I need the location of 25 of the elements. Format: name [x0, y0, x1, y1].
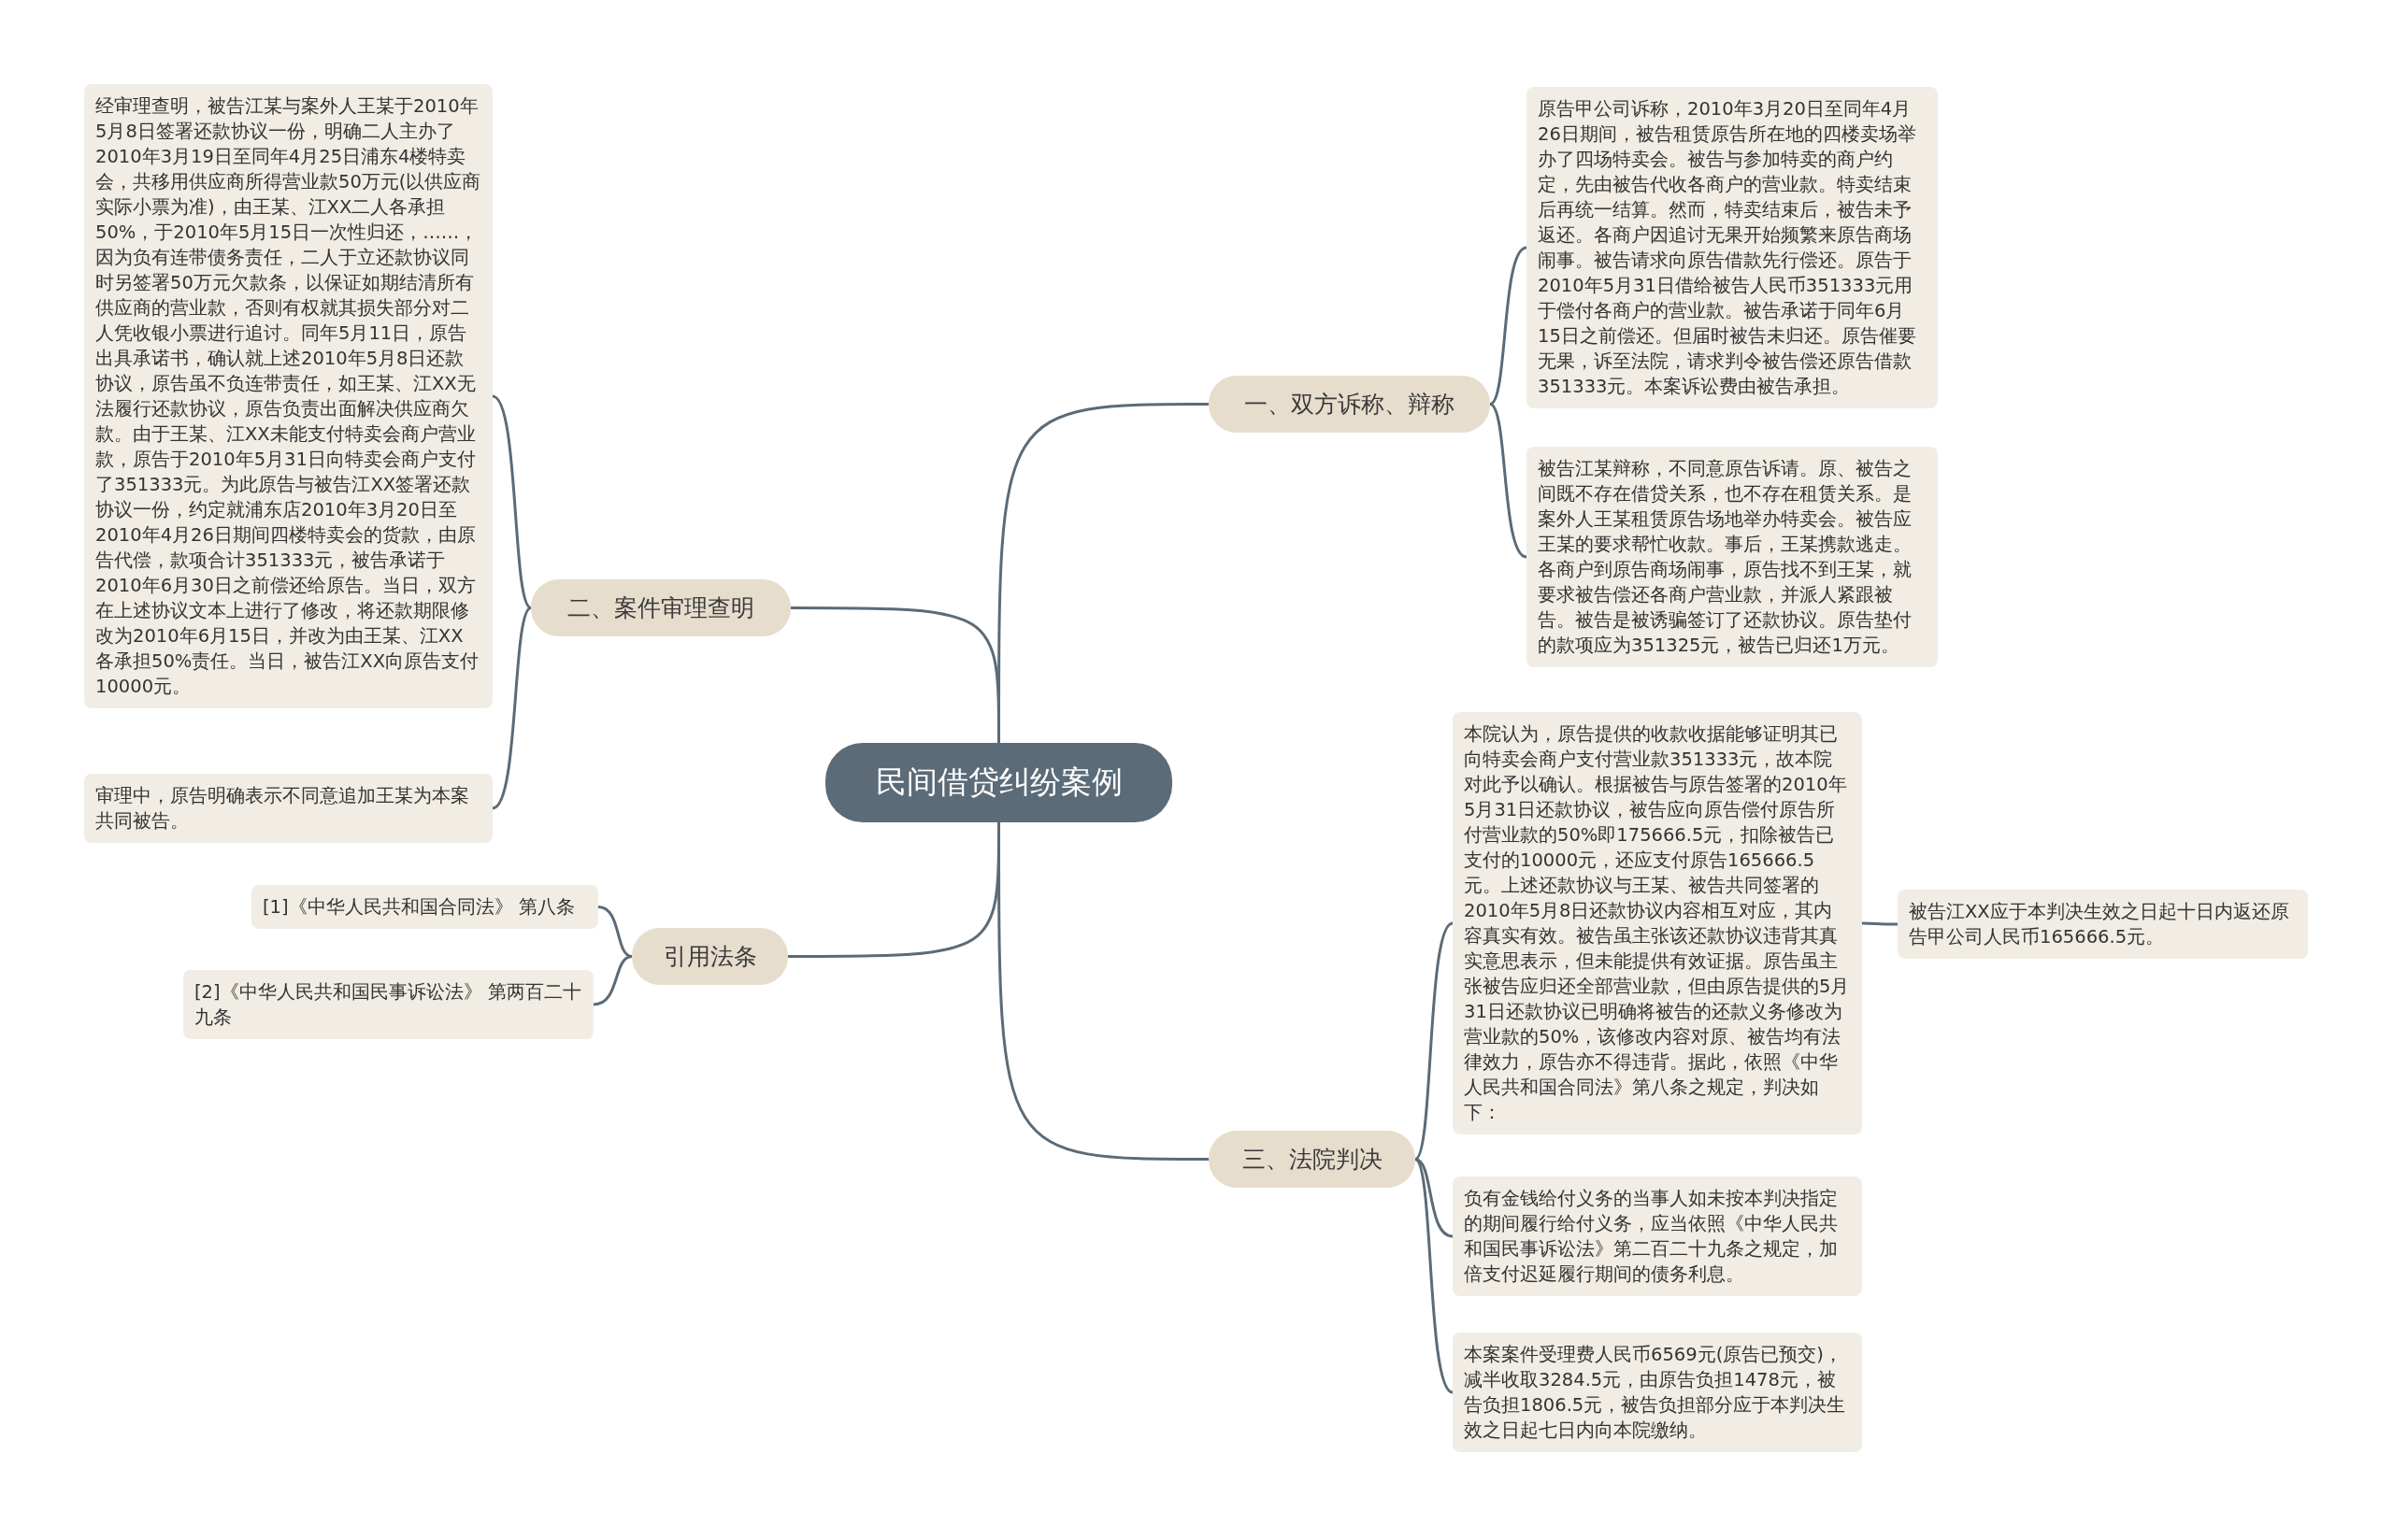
text-card: 原告甲公司诉称，2010年3月20日至同年4月26日期间，被告租赁原告所在地的四楼卖场举办了四场特卖会。被告与参加特卖的商户约定，先由被告代收各商户的营业款。特卖结束后再统一结算。然而，特卖结束后，被告未予返还。各商户因追讨无果开始频繁来原告商场闹事。被告请求向原告借款先行偿还。原告于2010年5月31日借给被告人民币351333元用于偿付各商户的营业款。被告承诺于同年6月15日之前偿还。但届时被告未归还。原告催要无果，诉至法院，请求判令被告偿还原告借款351333元。本案诉讼费由被告承担。: [1526, 87, 1938, 408]
text-card: 被告江XX应于本判决生效之日起十日内返还原告甲公司人民币165666.5元。: [1898, 890, 2308, 959]
connector-line: [1862, 921, 1898, 926]
branch-topic: 二、案件审理查明: [531, 579, 791, 636]
branch-topic: 一、双方诉称、辩称: [1209, 376, 1490, 433]
branch-topic: 引用法条: [632, 928, 788, 985]
connector-line: [1489, 403, 1527, 559]
connector-line: [1413, 1158, 1454, 1394]
connector-line: [1489, 246, 1527, 406]
connector-line: [492, 606, 532, 810]
text-card: 被告江某辩称，不同意原告诉请。原、被告之间既不存在借贷关系，也不存在租赁关系。是案外人王某租赁原告场地举办特卖会。被告应王某的要求帮忙收款。事后，王某携款逃走。各商户到原告商场闹事，原告找不到王某，就要求被告偿还各商户营业款，并派人紧跟被告。被告是被诱骗签订了还款协议。原告垫付的款项应为351325元，被告已归还1万元。: [1526, 447, 1938, 667]
branch-topic: 三、法院判决: [1209, 1131, 1415, 1188]
central-topic: 民间借贷纠纷案例: [825, 743, 1172, 822]
connector-line: [492, 394, 533, 609]
connector-line: [593, 955, 633, 1006]
text-card: 审理中，原告明确表示不同意追加王某为本案共同被告。: [84, 774, 493, 843]
text-card: 经审理查明，被告江某与案外人王某于2010年5月8日签署还款协议一份，明确二人主办了2010年3月19日至同年4月25日浦东4楼特卖会，共移用供应商所得营业款50万元(以供应商实际小票为准)，由王某、江XX二人各承担50%，于2010年5月15日一次性归还，……，因为负有连带债务责任，二人于立还款协议同时另签署50万元欠款条，以保证如期结清所有供应商的营业款，否则有权就其损失部分对二人凭收银小票进行追讨。同年5月11日，原告出具承诺书，确认就上述2010年5月8日还款协议，原告虽不负连带责任，如王某、江XX无法履行还款协议，原告负责出面解决供应商欠款。由于王某、江XX未能支付特卖会商户营业款，原告于2010年5月31日向特卖会商户支付了351333元。为此原告与被告江XX签署还款协议一份，约定就浦东店2010年3月20日至2010年4月26日期间四楼特卖会的货款，由原告代偿，款项合计351333元，被告承诺于2010年6月30日之前偿还给原告。当日，双方在上述协议文本上进行了修改，将还款期限修改为2010年6月15日，并改为由王某、江XX各承担50%责任。当日，被告江XX向原告支付10000元。: [84, 84, 493, 708]
text-card: [1]《中华人民共和国合同法》 第八条: [251, 885, 598, 929]
connector-line: [1413, 921, 1454, 1161]
connector-line: [597, 905, 633, 958]
text-card: 负有金钱给付义务的当事人如未按本判决指定的期间履行给付义务，应当依照《中华人民共和国民事诉讼法》第二百二十九条之规定，加倍支付迟延履行期间的债务利息。: [1453, 1176, 1862, 1296]
text-card: 本院认为，原告提供的收款收据能够证明其已向特卖会商户支付营业款351333元，故本院对此予以确认。根据被告与原告签署的2010年5月31日还款协议，被告应向原告偿付原告所付营业款的50%即175666.5元，扣除被告已支付的10000元，还应支付原告165666.5元。上述还款协议与王某、被告共同签署的2010年5月8日还款协议内容相互对应，其内容真实有效。被告虽主张该还款协议违背其真实意思表示，但未能提供有效证据。原告虽主张被告应归还全部营业款，但由原告提供的5月31日还款协议已明确将被告的还款义务修改为营业款的50%，该修改内容对原、被告均有法律效力，原告亦不得违背。据此，依照《中华人民共和国合同法》第八条之规定，判决如下：: [1453, 712, 1862, 1134]
text-card: 本案案件受理费人民币6569元(原告已预交)，减半收取3284.5元，由原告负担1478元，被告负担1806.5元，被告负担部分应于本判决生效之日起七日内向本院缴纳。: [1453, 1333, 1862, 1452]
connector-line: [791, 606, 1000, 743]
text-card: [2]《中华人民共和国民事诉讼法》 第两百二十九条: [183, 970, 594, 1039]
